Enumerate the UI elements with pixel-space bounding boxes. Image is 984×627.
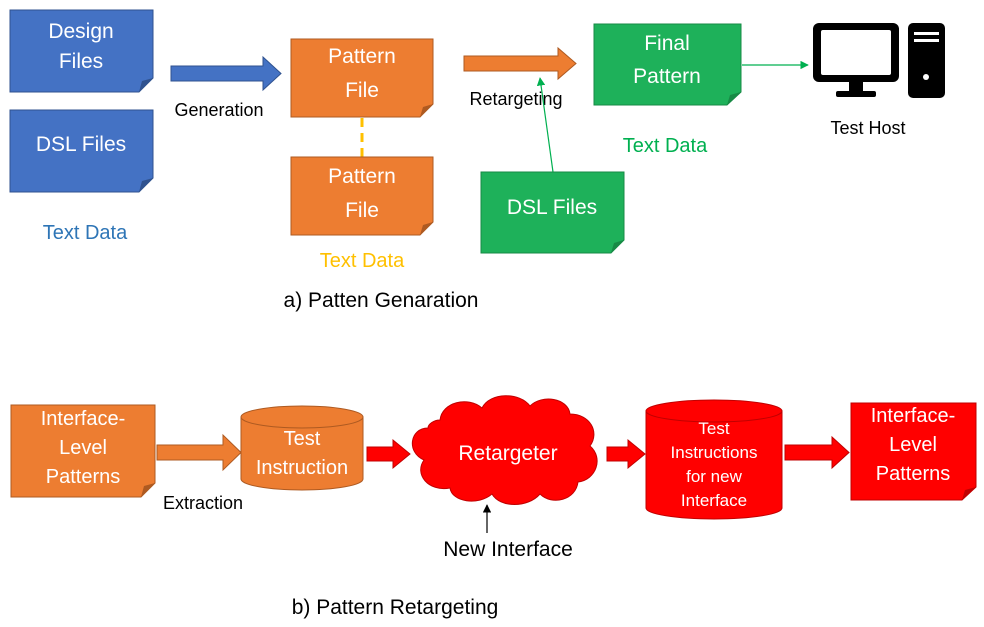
interface-patterns-left-node: Interface- Level Patterns	[10, 404, 156, 498]
final-pattern-label-1: Final	[644, 32, 690, 55]
pattern-file-top-label-1: Pattern	[328, 45, 396, 68]
caption-b: b) Pattern Retargeting	[292, 596, 499, 619]
dsl-files-green-node: DSL Files	[480, 171, 625, 254]
extraction-arrow	[156, 433, 242, 472]
desktop-computer-icon	[813, 23, 945, 98]
test-instruction-cylinder: Test Instruction	[240, 405, 364, 491]
design-files-label-2: Files	[59, 50, 103, 73]
generation-label: Generation	[174, 100, 263, 120]
to-new-instructions-arrow	[606, 438, 646, 470]
retargeting-label: Retargeting	[469, 89, 562, 109]
interface-right-label-1: Interface-	[871, 405, 955, 427]
text-data-green: Text Data	[623, 135, 708, 157]
pattern-file-top-node: Pattern File	[290, 38, 434, 118]
interface-patterns-right-node: Interface- Level Patterns	[850, 402, 977, 501]
caption-a: a) Patten Genaration	[284, 289, 479, 312]
text-data-blue: Text Data	[43, 222, 128, 244]
dsl-files-green-label: DSL Files	[507, 196, 597, 219]
interface-left-label-1: Interface-	[41, 408, 125, 430]
interface-left-label-3: Patterns	[46, 466, 120, 488]
new-instructions-cylinder: Test Instructions for new Interface	[645, 399, 783, 520]
design-files-node: Design Files	[9, 9, 154, 93]
retargeting-arrow	[463, 46, 577, 81]
pattern-file-bottom-label-1: Pattern	[328, 165, 396, 188]
new-instructions-label-3: for new	[686, 467, 742, 486]
final-pattern-node: Final Pattern	[593, 23, 742, 106]
interface-right-label-2: Level	[889, 434, 937, 456]
new-instructions-label-1: Test	[698, 419, 729, 438]
retargeter-label: Retargeter	[458, 442, 557, 465]
test-instruction-label-1: Test	[284, 428, 321, 450]
new-instructions-label-4: Interface	[681, 491, 747, 510]
generation-arrow	[170, 55, 282, 92]
design-files-label-1: Design	[48, 20, 113, 43]
retargeter-cloud: Retargeter	[412, 395, 598, 505]
dsl-files-left-node: DSL Files	[9, 109, 154, 193]
test-host-label: Test Host	[830, 118, 905, 138]
pattern-file-bottom-label-2: File	[345, 199, 379, 222]
text-data-gold: Text Data	[320, 250, 405, 272]
extraction-label: Extraction	[163, 493, 243, 513]
new-interface-label: New Interface	[443, 538, 573, 561]
interface-left-label-2: Level	[59, 437, 107, 459]
to-retargeter-arrow	[366, 438, 411, 470]
dsl-to-final-arrow	[536, 77, 554, 173]
new-instructions-label-2: Instructions	[671, 443, 758, 462]
pattern-file-top-label-2: File	[345, 79, 379, 102]
final-pattern-label-2: Pattern	[633, 65, 701, 88]
interface-right-label-3: Patterns	[876, 463, 950, 485]
test-instruction-label-2: Instruction	[256, 457, 348, 479]
to-interface-patterns-arrow	[784, 435, 850, 470]
pattern-file-bottom-node: Pattern File	[290, 156, 434, 236]
dsl-files-left-label: DSL Files	[36, 133, 126, 156]
